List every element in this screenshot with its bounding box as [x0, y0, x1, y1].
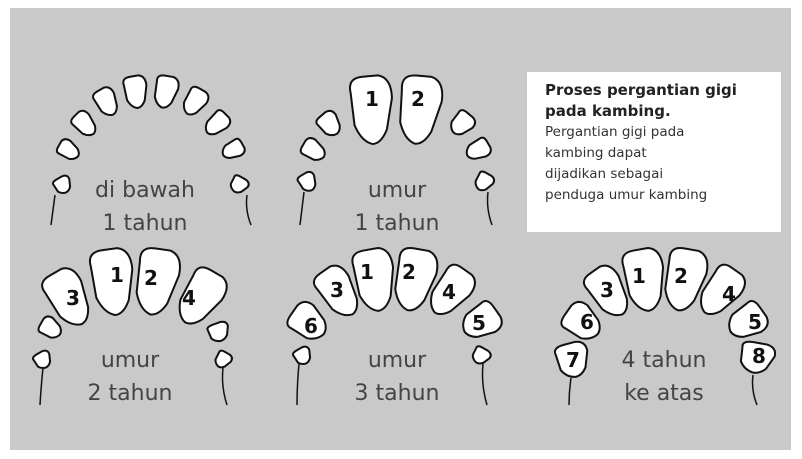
stage-5-number-6: 6	[580, 310, 594, 334]
stage-1-jaw-line-right	[247, 195, 252, 225]
stage-5-jaw-line-left	[569, 378, 571, 405]
info-line-1: Pergantian gigi pada	[545, 122, 771, 143]
stage-1-tooth	[69, 108, 101, 140]
stage-3-jaw-line-right	[223, 368, 228, 405]
stage-2-label-line1: umur	[317, 176, 477, 206]
info-line-4: penduga umur kambing	[545, 185, 771, 206]
info-box: Proses pergantian gigi pada kambing. Per…	[527, 72, 781, 232]
stage-5-number-1: 1	[632, 264, 646, 288]
stage-5-number-5: 5	[748, 310, 762, 334]
stage-4-tooth-small	[292, 345, 315, 367]
stage-3-number-4: 4	[182, 286, 196, 310]
stage-1-label-line2: 1 tahun	[65, 209, 225, 239]
stage-3-number-3: 3	[66, 286, 80, 310]
stage-4-tooth	[351, 246, 400, 314]
stage-5-label-line1: 4 tahun	[584, 346, 744, 376]
stage-3-jaw-line-left	[40, 368, 43, 405]
stage-4-number-2: 2	[402, 260, 416, 284]
stage-5-number-3: 3	[600, 278, 614, 302]
stage-1-tooth	[228, 174, 251, 196]
stage-1-tooth	[219, 137, 246, 163]
stage-3-tooth-small	[213, 349, 234, 370]
stage-2-number-1: 1	[365, 87, 379, 111]
stage-4-number-5: 5	[472, 311, 486, 335]
stage-2-label-line2: 1 tahun	[317, 209, 477, 239]
stage-2-tooth	[463, 136, 493, 164]
stage-5-number-2: 2	[674, 264, 688, 288]
stage-2-jaw-line-left	[300, 192, 304, 225]
stage-2-jaw-line-right	[488, 192, 493, 225]
stage-3-number-1: 1	[110, 263, 124, 287]
stage-5-label-line2: ke atas	[584, 379, 744, 409]
stage-1-tooth	[91, 85, 123, 120]
info-line-3: dijadikan sebagai	[545, 164, 771, 185]
stage-3-label-line1: umur	[50, 346, 210, 376]
stage-2-number-2: 2	[411, 87, 425, 111]
stage-1-tooth	[122, 74, 150, 109]
stage-4-jaw-line-left	[297, 364, 299, 405]
info-title: Proses pergantian gigi pada kambing.	[545, 80, 771, 122]
stage-2-tooth	[315, 108, 346, 140]
stage-4-number-6: 6	[304, 314, 318, 338]
stage-1-tooth	[55, 137, 82, 163]
stage-5-number-8: 8	[752, 344, 766, 368]
stage-1-label-line1: di bawah	[65, 176, 225, 206]
stage-3-tooth-small	[206, 320, 231, 344]
stage-1-tooth	[152, 74, 180, 109]
stage-4-number-4: 4	[442, 280, 456, 304]
stage-5-jaw-line-right	[753, 375, 758, 405]
stage-1-tooth	[201, 108, 233, 140]
stage-3-number-2: 2	[144, 266, 158, 290]
stage-4-number-1: 1	[360, 260, 374, 284]
stage-3-label-line2: 2 tahun	[50, 379, 210, 409]
stage-1-jaw-line-left	[51, 195, 55, 225]
stage-5-number-7: 7	[566, 348, 580, 372]
stage-4-label-line2: 3 tahun	[317, 379, 477, 409]
stage-2-tooth	[299, 136, 329, 164]
info-line-2: kambing dapat	[545, 143, 771, 164]
stage-5-number-4: 4	[722, 282, 736, 306]
stage-1-tooth	[179, 85, 211, 120]
stage-4-jaw-line-right	[483, 364, 488, 405]
stage-4-number-3: 3	[330, 278, 344, 302]
stage-4-label-line1: umur	[317, 346, 477, 376]
stage-2-tooth	[447, 108, 478, 140]
